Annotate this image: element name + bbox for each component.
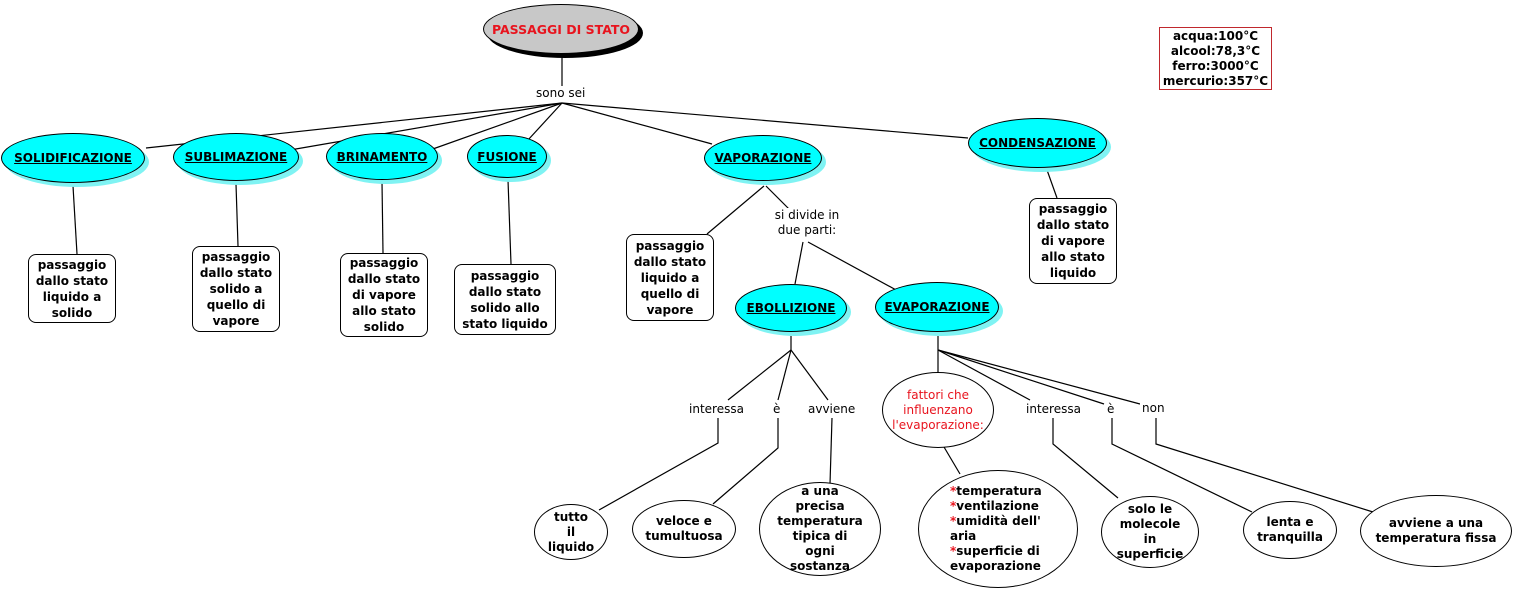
connector — [794, 241, 804, 285]
concept-vaporazione[interactable]: VAPORAZIONE — [704, 135, 822, 181]
connector — [937, 349, 1105, 405]
root-label: PASSAGGI DI STATO — [491, 21, 631, 37]
connector — [1111, 418, 1253, 513]
connector — [381, 181, 384, 254]
connector — [765, 185, 791, 211]
evaporazione-factors-title: fattori che influenzano l'evaporazione: — [882, 372, 994, 448]
connector — [561, 102, 713, 145]
connector — [527, 102, 563, 141]
link-avviene: avviene — [806, 402, 858, 416]
definition-vaporazione: passaggio dallo stato liquido a quello d… — [626, 234, 714, 321]
connector — [561, 102, 969, 139]
connector — [937, 349, 1031, 401]
definition-fusione: passaggio dallo stato solido allo stato … — [454, 264, 556, 335]
concept-brinamento[interactable]: BRINAMENTO — [326, 133, 438, 180]
connector — [507, 179, 512, 265]
connector — [943, 446, 961, 475]
ebollizione-veloce-tumultuosa: veloce e tumultuosa — [632, 500, 736, 558]
connector — [790, 349, 829, 401]
factor-item: *ventilazione — [950, 499, 1039, 513]
temp-acqua: acqua:100°C — [1172, 29, 1259, 43]
connector — [712, 418, 779, 505]
evaporazione-factors-list: *temperatura *ventilazione *umidità dell… — [918, 470, 1078, 588]
connector — [706, 185, 765, 235]
concept-fusione[interactable]: FUSIONE — [467, 135, 547, 178]
ebollizione-temperatura-precisa: a una precisa temperatura tipica di ogni… — [759, 482, 881, 576]
connector — [1052, 418, 1119, 499]
evaporazione-non-temperatura-fissa: avviene a una temperatura fissa — [1360, 495, 1512, 567]
connector — [1155, 418, 1374, 513]
temp-mercurio: mercurio:357°C — [1162, 74, 1269, 88]
evaporazione-lenta-tranquilla: lenta e tranquilla — [1243, 501, 1337, 559]
connector — [807, 241, 899, 292]
definition-brinamento: passaggio dallo stato di vapore allo sta… — [340, 253, 428, 337]
temp-alcool: alcool:78,3°C — [1170, 44, 1261, 58]
connector — [598, 418, 719, 511]
connector — [1046, 169, 1058, 199]
concept-sublimazione[interactable]: SUBLIMAZIONE — [173, 133, 299, 181]
connector — [937, 349, 1141, 405]
connector — [235, 183, 239, 247]
boiling-temperatures-box: acqua:100°C alcool:78,3°C ferro:3000°C m… — [1159, 27, 1272, 90]
connector — [72, 185, 78, 255]
concept-condensazione[interactable]: CONDENSAZIONE — [968, 118, 1107, 168]
link-si-divide: si divide in due parti: — [768, 208, 846, 238]
connector — [727, 349, 792, 401]
definition-sublimazione: passaggio dallo stato solido a quello di… — [192, 246, 280, 332]
link-interessa: interessa — [687, 402, 746, 416]
ebollizione-tutto-il-liquido: tutto il liquido — [534, 504, 608, 560]
connector — [777, 349, 792, 401]
link-non: non — [1140, 401, 1167, 415]
definition-solidificazione: passaggio dallo stato liquido a solido — [28, 254, 116, 323]
concept-ebollizione[interactable]: EBOLLIZIONE — [735, 284, 847, 332]
connector — [429, 102, 563, 151]
factor-item: *temperatura — [950, 484, 1042, 498]
link-e: è — [771, 402, 783, 416]
temp-ferro: ferro:3000°C — [1172, 59, 1259, 73]
factor-item: *superficie di evaporazione — [950, 544, 1041, 573]
connector — [829, 417, 833, 485]
link-sono-sei: sono sei — [534, 86, 588, 100]
evaporazione-molecole-superficie: solo le molecole in superficie — [1101, 496, 1199, 568]
factor-item: *umidità dell' aria — [950, 514, 1041, 543]
link-interessa: interessa — [1024, 402, 1083, 416]
concept-evaporazione[interactable]: EVAPORAZIONE — [875, 282, 999, 332]
definition-condensazione: passaggio dallo stato di vapore allo sta… — [1029, 198, 1117, 284]
concept-solidificazione[interactable]: SOLIDIFICAZIONE — [1, 133, 145, 183]
root-concept[interactable]: PASSAGGI DI STATO — [483, 4, 639, 54]
link-e: è — [1105, 402, 1117, 416]
